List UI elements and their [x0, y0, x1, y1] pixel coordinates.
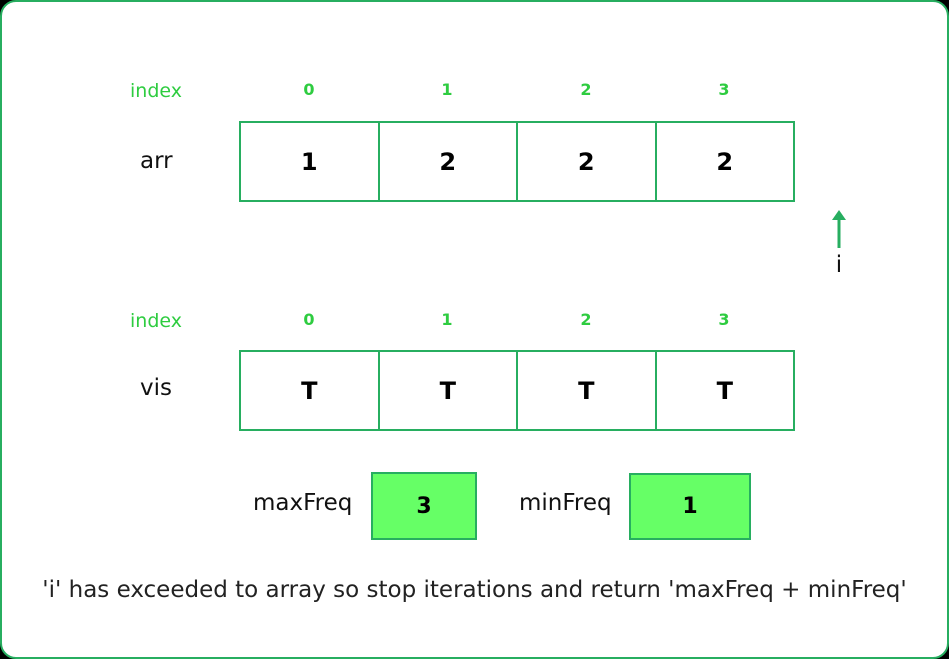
vis-cell-1: T [380, 352, 518, 429]
vis-index-3: 3 [718, 310, 730, 329]
arr-cell-3: 2 [716, 147, 734, 176]
vis-index-label: index [130, 310, 182, 332]
vis-cell-2: T [518, 352, 657, 429]
vis-row: T T T T [239, 350, 795, 431]
vis-index-2: 2 [580, 310, 592, 329]
arr-row: 1 2 2 2 [239, 121, 795, 202]
vis-cell-3: T [716, 376, 733, 405]
up-arrow-icon [832, 210, 846, 248]
arr-index-0: 0 [303, 80, 315, 99]
caption-text: 'i' has exceeded to array so stop iterat… [42, 577, 907, 603]
vis-index-0: 0 [303, 310, 315, 329]
arr-index-2: 2 [580, 80, 592, 99]
arr-cell-0: 1 [241, 123, 380, 200]
pointer-label: i [835, 252, 843, 278]
max-freq-box: 3 [371, 472, 477, 540]
max-freq-label: maxFreq [253, 490, 353, 516]
vis-row-label: vis [140, 375, 172, 401]
arr-index-3: 3 [718, 80, 730, 99]
vis-index-1: 1 [441, 310, 453, 329]
arr-index-label: index [130, 80, 182, 102]
min-freq-label: minFreq [519, 490, 612, 516]
arr-row-label: arr [140, 148, 173, 174]
arr-index-1: 1 [441, 80, 453, 99]
arr-cell-1: 2 [380, 123, 518, 200]
min-freq-box: 1 [629, 473, 751, 540]
vis-cell-0: T [241, 352, 380, 429]
arr-cell-2: 2 [518, 123, 657, 200]
